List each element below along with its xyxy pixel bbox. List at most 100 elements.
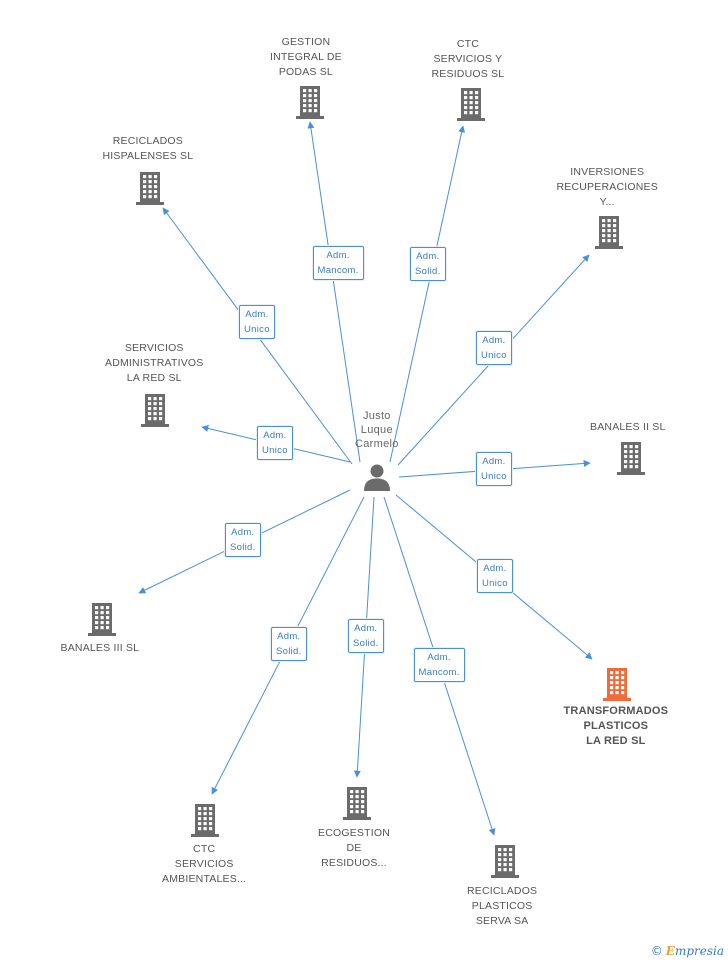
role-text: Adm. (245, 309, 269, 320)
building-icon (617, 442, 645, 475)
building-icon (136, 172, 164, 205)
building-icon (595, 216, 623, 249)
company-label-gestion-integral[interactable]: GESTION INTEGRAL DE PODAS SL (270, 35, 342, 80)
company-node-banales-iii[interactable] (86, 601, 118, 642)
role-text: Solid. (276, 646, 302, 657)
person-name-line: Luque (360, 424, 393, 436)
role-badge-gestion-integral[interactable]: Adm. Mancom. (312, 246, 364, 280)
company-label-line: Y... (599, 195, 615, 208)
brand-name: mpresia (674, 944, 724, 958)
role-badge-ecogestion[interactable]: Adm.Solid. (348, 619, 384, 653)
person-icon (364, 464, 390, 491)
role-badge-servicios-administrativos[interactable]: Adm. Unico (257, 426, 293, 460)
role-badge-reciclados-plasticos[interactable]: Adm.Mancom. (413, 648, 465, 682)
company-label-line: AMBIENTALES... (162, 872, 247, 885)
company-node-ecogestion[interactable] (341, 785, 373, 826)
company-node-reciclados-hispalenses[interactable] (134, 170, 166, 211)
building-icon (88, 603, 116, 636)
company-label-reciclados-hispalenses[interactable]: RECICLADOS HISPALENSES SL (103, 134, 194, 164)
role-text: Unico (262, 445, 288, 456)
role-text: Adm. (483, 563, 507, 574)
role-text: Unico (481, 350, 507, 361)
brand-initial: E (665, 944, 675, 958)
company-label-line: GESTION (281, 35, 331, 48)
company-label-line: BANALES II SL (590, 420, 666, 433)
role-text: Adm. (482, 335, 506, 346)
company-label-line: BANALES III SL (60, 641, 140, 654)
company-label-line: TRANSFORMADOS (563, 704, 669, 717)
company-label-line: PLASTICOS (471, 899, 533, 912)
company-label-line: SERVA SA (475, 914, 529, 927)
role-text: Adm. (354, 623, 378, 634)
company-node-ctc-servicios-residuos[interactable] (455, 86, 487, 127)
company-label-ecogestion[interactable]: ECOGESTION DE RESIDUOS... (318, 826, 390, 871)
company-label-line: HISPALENSES SL (102, 150, 194, 162)
company-node-transformados-plasticos[interactable] (601, 666, 633, 707)
role-text: Solid. (230, 542, 256, 553)
company-label-line: DE (346, 841, 362, 854)
role-text: Adm. (263, 430, 287, 441)
person-name-line: Justo (362, 410, 391, 422)
company-node-gestion-integral[interactable] (294, 84, 326, 125)
company-node-ctc-servicios-ambientales[interactable] (189, 802, 221, 843)
building-icon (343, 787, 371, 820)
role-text: Solid. (415, 266, 441, 277)
company-label-line: LA RED SL (586, 734, 646, 747)
company-label-line: INTEGRAL DE (270, 50, 342, 63)
role-text: Adm. (416, 251, 440, 262)
role-badge-ctc-servicios-residuos[interactable]: Adm. Solid. (410, 247, 446, 281)
company-node-inversiones-recuperaciones[interactable] (593, 214, 625, 255)
company-label-banales-iii[interactable]: BANALES III SL (61, 641, 140, 656)
company-label-line: ADMINISTRATIVOS (105, 356, 204, 369)
building-icon (457, 88, 485, 121)
role-text: Adm. (231, 527, 255, 538)
role-badge-inversiones-recuperaciones[interactable]: Adm. Unico (476, 331, 512, 365)
company-label-line: RECICLADOS (112, 135, 183, 147)
role-text: Mancom. (317, 265, 359, 276)
role-badge-ctc-servicios-ambientales[interactable]: Adm. Solid. (271, 627, 307, 661)
company-label-servicios-administrativos[interactable]: SERVICIOS ADMINISTRATIVOS LA RED SL (105, 341, 203, 386)
building-icon (491, 845, 519, 878)
building-icon (191, 804, 219, 837)
company-label-transformados-plasticos[interactable]: TRANSFORMADOS PLASTICOS LA RED SL (564, 704, 669, 749)
company-node-servicios-administrativos[interactable] (139, 392, 171, 433)
role-badge-banales-iii[interactable]: Adm. Solid. (225, 523, 261, 557)
company-label-line: RECICLADOS (467, 884, 538, 897)
edge-gestion-integral (307, 121, 361, 463)
role-badge-transformados-plasticos[interactable]: Adm. Unico (477, 559, 513, 593)
company-node-banales-ii[interactable] (615, 440, 647, 481)
company-node-reciclados-plasticos[interactable] (489, 843, 521, 884)
role-text: Unico (481, 471, 507, 482)
company-label-line: SERVICIOS (124, 341, 184, 354)
copyright-icon: © (650, 944, 663, 958)
role-text: Adm. (482, 456, 506, 467)
company-label-line: RESIDUOS... (321, 856, 387, 869)
company-label-line: PODAS SL (278, 65, 333, 78)
building-icon (141, 394, 169, 427)
role-badge-banales-ii[interactable]: Adm. Unico (476, 452, 512, 486)
company-label-line: PLASTICOS (583, 719, 649, 732)
company-label-line: ECOGESTION (318, 826, 391, 839)
edge-ctc-servicios-residuos (389, 125, 466, 463)
role-text: Unico (244, 324, 270, 335)
company-label-banales-ii[interactable]: BANALES II SL (590, 420, 666, 435)
role-text: Adm. (326, 250, 350, 261)
role-text: Mancom. (418, 667, 460, 678)
company-label-line: SERVICIOS Y (433, 52, 503, 65)
role-badge-reciclados-hispalenses[interactable]: Adm. Unico (239, 305, 275, 339)
building-icon (603, 668, 631, 701)
building-icon (296, 86, 324, 119)
company-label-line: SERVICIOS (174, 857, 234, 870)
role-text: Unico (482, 578, 508, 589)
empresia-footer[interactable]: ©Empresia (651, 944, 724, 958)
person-node[interactable] (362, 462, 392, 497)
company-label-reciclados-plasticos[interactable]: RECICLADOS PLASTICOS SERVA SA (467, 884, 537, 929)
role-text: Adm. (277, 631, 301, 642)
company-label-line: CTC (456, 37, 479, 50)
person-name-line: Carmelo (355, 438, 399, 450)
company-label-line: LA RED SL (126, 371, 182, 384)
